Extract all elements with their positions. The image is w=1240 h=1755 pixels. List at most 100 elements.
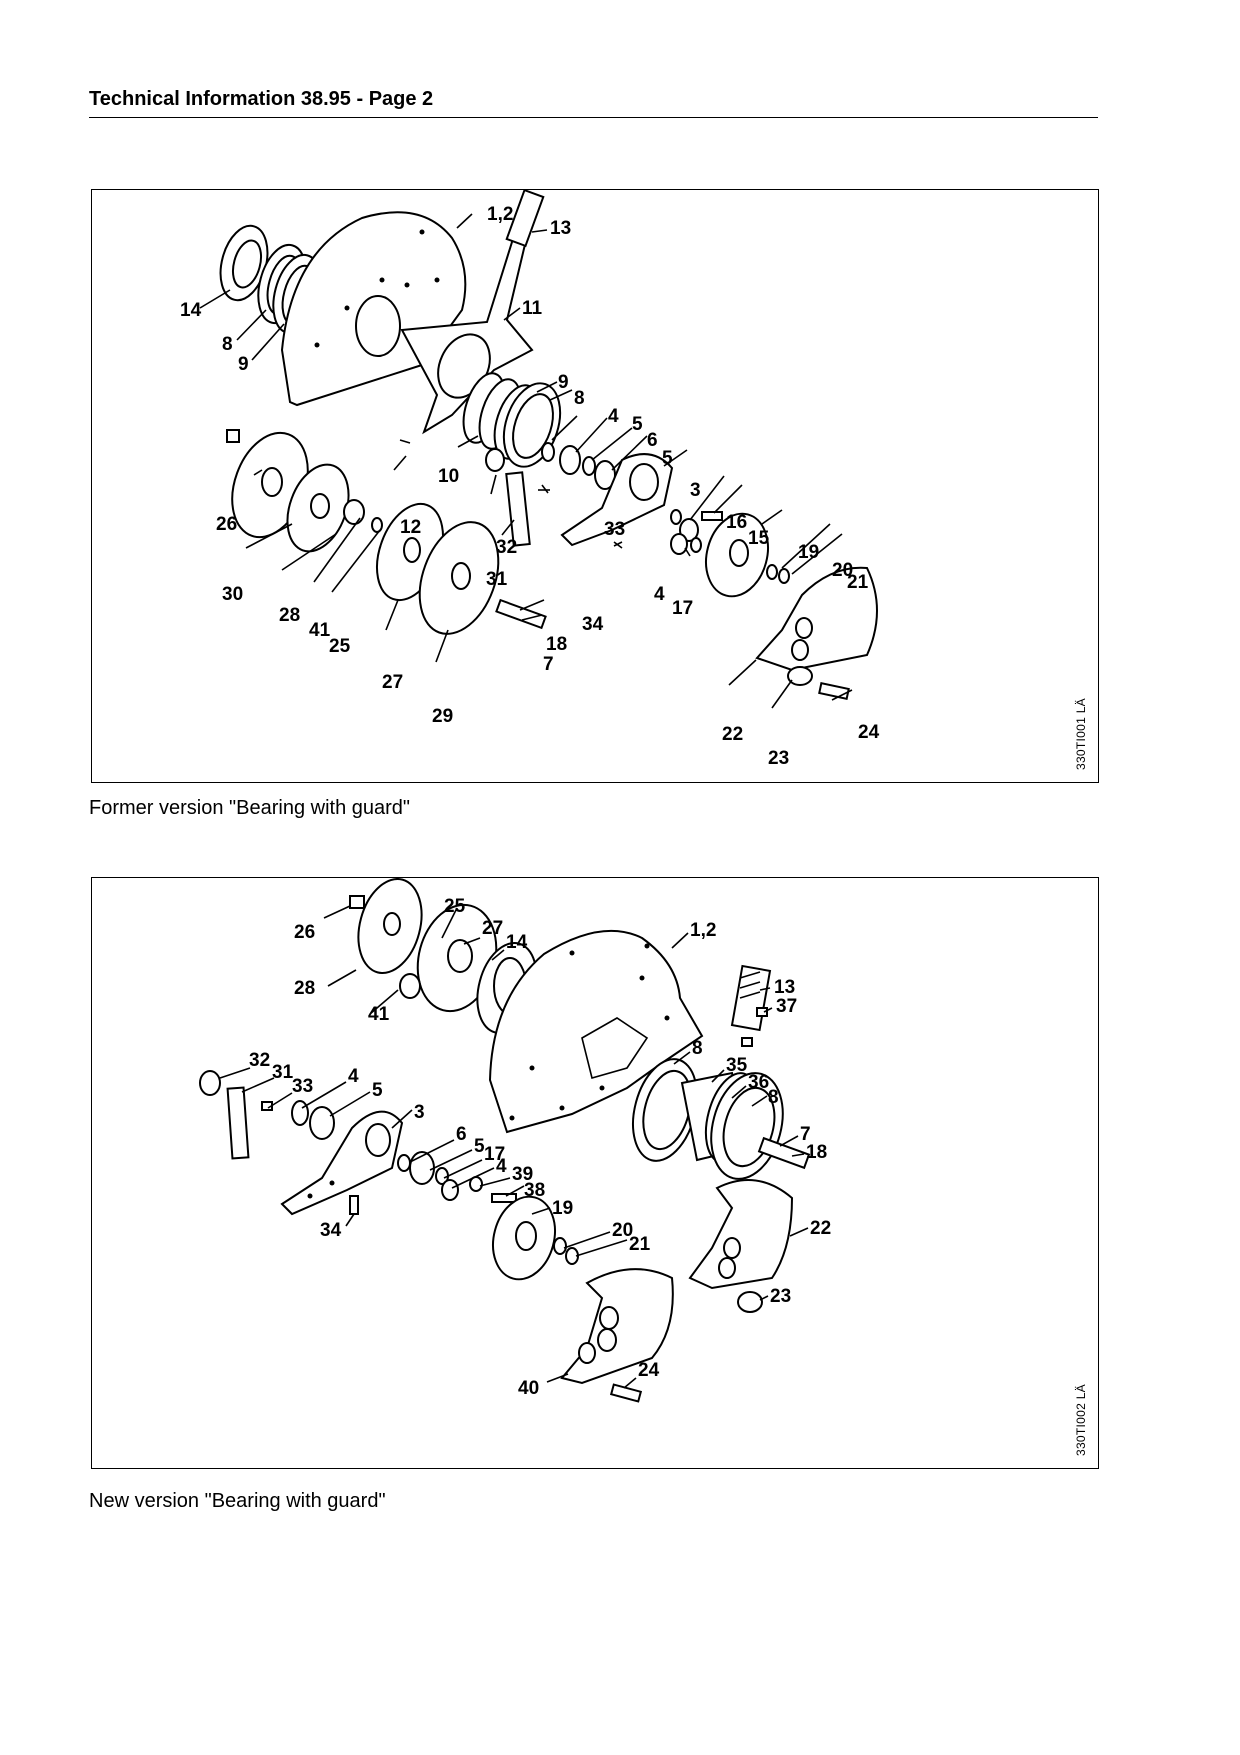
callout: 7 (800, 1124, 811, 1145)
caption-former-version: Former version "Bearing with guard" (89, 797, 410, 819)
part-bracket-3 (280, 1110, 404, 1216)
figure-former-version: 1,2 13 14 8 9 11 9 8 4 5 6 5 10 3 12 26 … (91, 189, 1099, 783)
caption-new-version: New version "Bearing with guard" (89, 1490, 386, 1512)
callout: 21 (629, 1234, 651, 1255)
callout: 37 (776, 996, 797, 1017)
callout: 17 (484, 1144, 505, 1165)
callout: 34 (320, 1220, 342, 1241)
callout: 25 (444, 896, 466, 917)
callout: 1,2 (487, 204, 513, 225)
callout: 39 (512, 1164, 533, 1185)
part-disc-28 (357, 878, 423, 975)
callout: 33 (604, 519, 625, 540)
callout: 16 (726, 512, 747, 533)
callout: 4 (608, 406, 619, 427)
callout: 3 (414, 1102, 425, 1123)
callout: 6 (647, 430, 658, 451)
callout: 32 (496, 537, 517, 558)
callout: 9 (558, 372, 569, 393)
part-handle-13 (730, 964, 772, 1047)
callout: 8 (222, 334, 233, 355)
callout: 29 (432, 706, 453, 727)
part-guard-1-2 (488, 929, 704, 1134)
callout-labels: 25 26 27 14 1,2 28 41 13 37 8 32 31 33 4… (249, 896, 831, 1399)
callout: 5 (474, 1136, 485, 1157)
callout: 10 (438, 466, 459, 487)
callout: 18 (546, 634, 567, 655)
part-cover-40 (560, 1268, 674, 1385)
callout: 20 (832, 560, 853, 581)
callout: 25 (329, 636, 351, 657)
callout: 8 (574, 388, 585, 409)
callout: 1,2 (690, 920, 716, 941)
part-screw-34 (349, 1195, 359, 1215)
callout: 27 (482, 918, 503, 939)
part-cover-22 (755, 566, 878, 672)
part-flange-14 (219, 224, 269, 302)
callout: 12 (400, 517, 421, 538)
callout: 40 (518, 1378, 539, 1399)
part-cover-22 (688, 1179, 794, 1290)
part-rings-10-9-8 (462, 372, 562, 468)
callout: 8 (692, 1038, 703, 1059)
callout: 35 (726, 1055, 748, 1076)
part-washers-20-21 (553, 1237, 579, 1265)
part-bracket-3 (560, 453, 674, 547)
leader-lines (219, 905, 809, 1389)
callout: 11 (522, 298, 543, 319)
part-pulley-19 (705, 512, 769, 598)
part-link-31-32 (485, 448, 549, 547)
header-rule (89, 117, 1098, 118)
former-exploded-diagram: 1,2 13 14 8 9 11 9 8 4 5 6 5 10 3 12 26 … (180, 190, 880, 769)
callout: 5 (662, 448, 673, 469)
callout: 21 (847, 572, 869, 593)
callout: 28 (294, 978, 315, 999)
part-pulley-19 (492, 1195, 556, 1281)
part-bearings-4-5-6 (541, 442, 616, 490)
new-exploded-diagram: 25 26 27 14 1,2 28 41 13 37 8 32 31 33 4… (199, 878, 831, 1403)
part-washers-20-21 (766, 564, 790, 584)
part-shaft-7 (495, 598, 547, 630)
callout: 5 (632, 414, 643, 435)
image-code: 330TI002 LÄ (1074, 1383, 1088, 1456)
callout: 24 (858, 722, 880, 743)
callout: 27 (382, 672, 403, 693)
callout: 8 (768, 1087, 779, 1108)
callout-labels: 1,2 13 14 8 9 11 9 8 4 5 6 5 10 3 12 26 … (180, 204, 880, 769)
page-header: Technical Information 38.95 - Page 2 (89, 88, 434, 110)
callout: 23 (768, 748, 789, 769)
part-disc-29 (418, 521, 500, 635)
callout: 28 (279, 605, 300, 626)
part-clip-4-bearing-5 (291, 1100, 335, 1140)
callout: 30 (222, 584, 243, 605)
callout: 20 (612, 1220, 633, 1241)
callout: 4 (348, 1066, 359, 1087)
callout: 33 (292, 1076, 313, 1097)
callout: 5 (372, 1080, 383, 1101)
callout: 4 (654, 584, 665, 605)
callout: 19 (552, 1198, 573, 1219)
callout: 32 (249, 1050, 270, 1071)
callout: 31 (486, 569, 508, 590)
leader-lines (199, 213, 853, 709)
callout: 23 (770, 1286, 791, 1307)
callout: 34 (582, 614, 604, 635)
part-clips-15-16-17 (670, 509, 723, 555)
part-screw-24 (609, 1383, 643, 1403)
callout: 22 (810, 1218, 831, 1239)
callout: 26 (294, 922, 315, 943)
callout: 4 (496, 1156, 507, 1177)
callout: 17 (672, 598, 693, 619)
callout: 13 (774, 977, 795, 998)
part-washer-23 (737, 1291, 763, 1313)
part-washer-23-screw-24 (787, 666, 850, 700)
callout: 15 (748, 528, 770, 549)
callout: 26 (216, 514, 237, 535)
callout: 38 (524, 1180, 545, 1201)
callout: 3 (690, 480, 701, 501)
part-shaft-7 (757, 1136, 811, 1170)
callout: 6 (456, 1124, 467, 1145)
part-link-31-32 (199, 1070, 273, 1160)
callout: 14 (506, 932, 528, 953)
callout: 9 (238, 354, 249, 375)
